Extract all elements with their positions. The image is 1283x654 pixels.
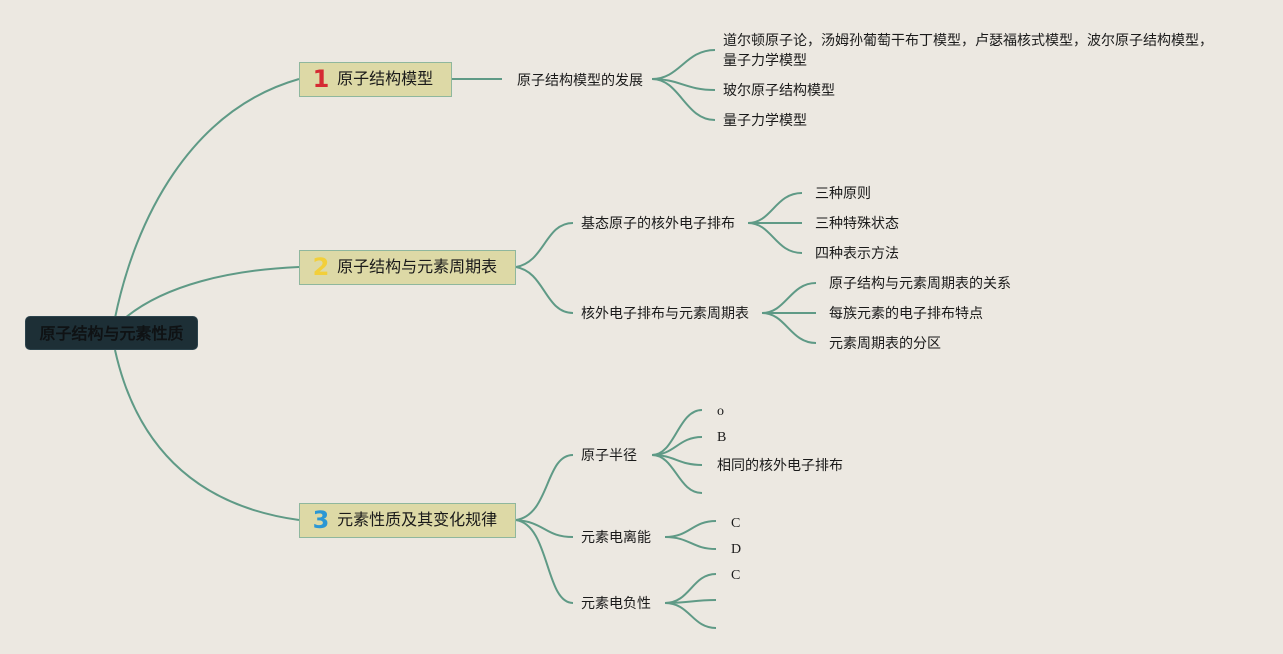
connector-sub33-leaf1: [664, 573, 717, 604]
leaf-three-principles[interactable]: 三种原则: [815, 186, 871, 202]
branch-3-label: 元素性质及其变化规律: [337, 510, 498, 529]
topic-ionization-energy[interactable]: 元素电离能: [581, 530, 651, 546]
number-3-icon: 3: [312, 506, 330, 534]
connector-sub32-leaf2: [664, 536, 717, 550]
number-2-icon: 2: [312, 253, 330, 281]
connector-sub33-leaf3: [664, 602, 717, 629]
connector-branch2-sub1: [515, 222, 574, 268]
branch-node-3[interactable]: 3 元素性质及其变化规律: [299, 503, 516, 538]
connector-branch3-sub1: [515, 454, 574, 521]
topic-config-and-periodic-table[interactable]: 核外电子排布与元素周期表: [581, 306, 749, 322]
connector-sub31-leaf1: [651, 409, 703, 456]
leaf-electronegativity-c[interactable]: C: [731, 568, 741, 583]
connector-root-branch1: [114, 78, 300, 319]
connector-branch3-sub3: [515, 519, 574, 604]
leaf-same-config[interactable]: 相同的核外电子排布: [717, 458, 843, 474]
connector-branch3-sub2: [515, 519, 574, 538]
connector-sub22-leaf3: [761, 312, 817, 344]
branch-node-1[interactable]: 1 原子结构模型: [299, 62, 452, 97]
topic-atomic-model-development[interactable]: 原子结构模型的发展: [517, 73, 643, 89]
branch-1-label: 原子结构模型: [337, 69, 434, 88]
connector-sub1-leaf1: [651, 49, 716, 80]
leaf-ionization-d[interactable]: D: [731, 542, 742, 557]
leaf-table-blocks[interactable]: 元素周期表的分区: [829, 336, 941, 352]
leaf-structure-table-relation[interactable]: 原子结构与元素周期表的关系: [829, 276, 1011, 292]
leaf-group-config-features[interactable]: 每族元素的电子排布特点: [829, 306, 983, 322]
leaf-quantum-model[interactable]: 量子力学模型: [723, 113, 807, 129]
leaf-model-list[interactable]: 道尔顿原子论，汤姆孙葡萄干布丁模型，卢瑟福核式模型，波尔原子结构模型，量子力学模…: [723, 33, 1213, 69]
leaf-radius-o[interactable]: o: [717, 404, 724, 419]
branch-node-2[interactable]: 2 原子结构与元素周期表: [299, 250, 516, 285]
connector-sub1-leaf3: [651, 78, 716, 121]
leaf-bohr-model[interactable]: 玻尔原子结构模型: [723, 83, 835, 99]
connector-sub21-leaf1: [747, 192, 803, 224]
root-node[interactable]: 原子结构与元素性质: [25, 316, 198, 350]
branch-2-label: 原子结构与元素周期表: [337, 257, 498, 276]
leaf-radius-b[interactable]: B: [717, 430, 727, 445]
leaf-ionization-c[interactable]: C: [731, 516, 741, 531]
topic-electronegativity[interactable]: 元素电负性: [581, 596, 651, 612]
leaf-three-special-states[interactable]: 三种特殊状态: [815, 216, 899, 232]
connector-sub32-leaf1: [664, 520, 717, 538]
leaf-four-notations[interactable]: 四种表示方法: [815, 246, 899, 262]
connector-branch2-sub2: [515, 266, 574, 314]
connector-sub22-leaf1: [761, 282, 817, 314]
connector-root-branch3: [114, 349, 300, 521]
connector-root-branch2: [124, 266, 300, 319]
topic-ground-state-config[interactable]: 基态原子的核外电子排布: [581, 216, 735, 232]
topic-atomic-radius[interactable]: 原子半径: [581, 448, 637, 464]
number-1-icon: 1: [312, 65, 330, 93]
connector-sub21-leaf3: [747, 222, 803, 254]
connector-sub31-leaf4: [651, 454, 703, 494]
